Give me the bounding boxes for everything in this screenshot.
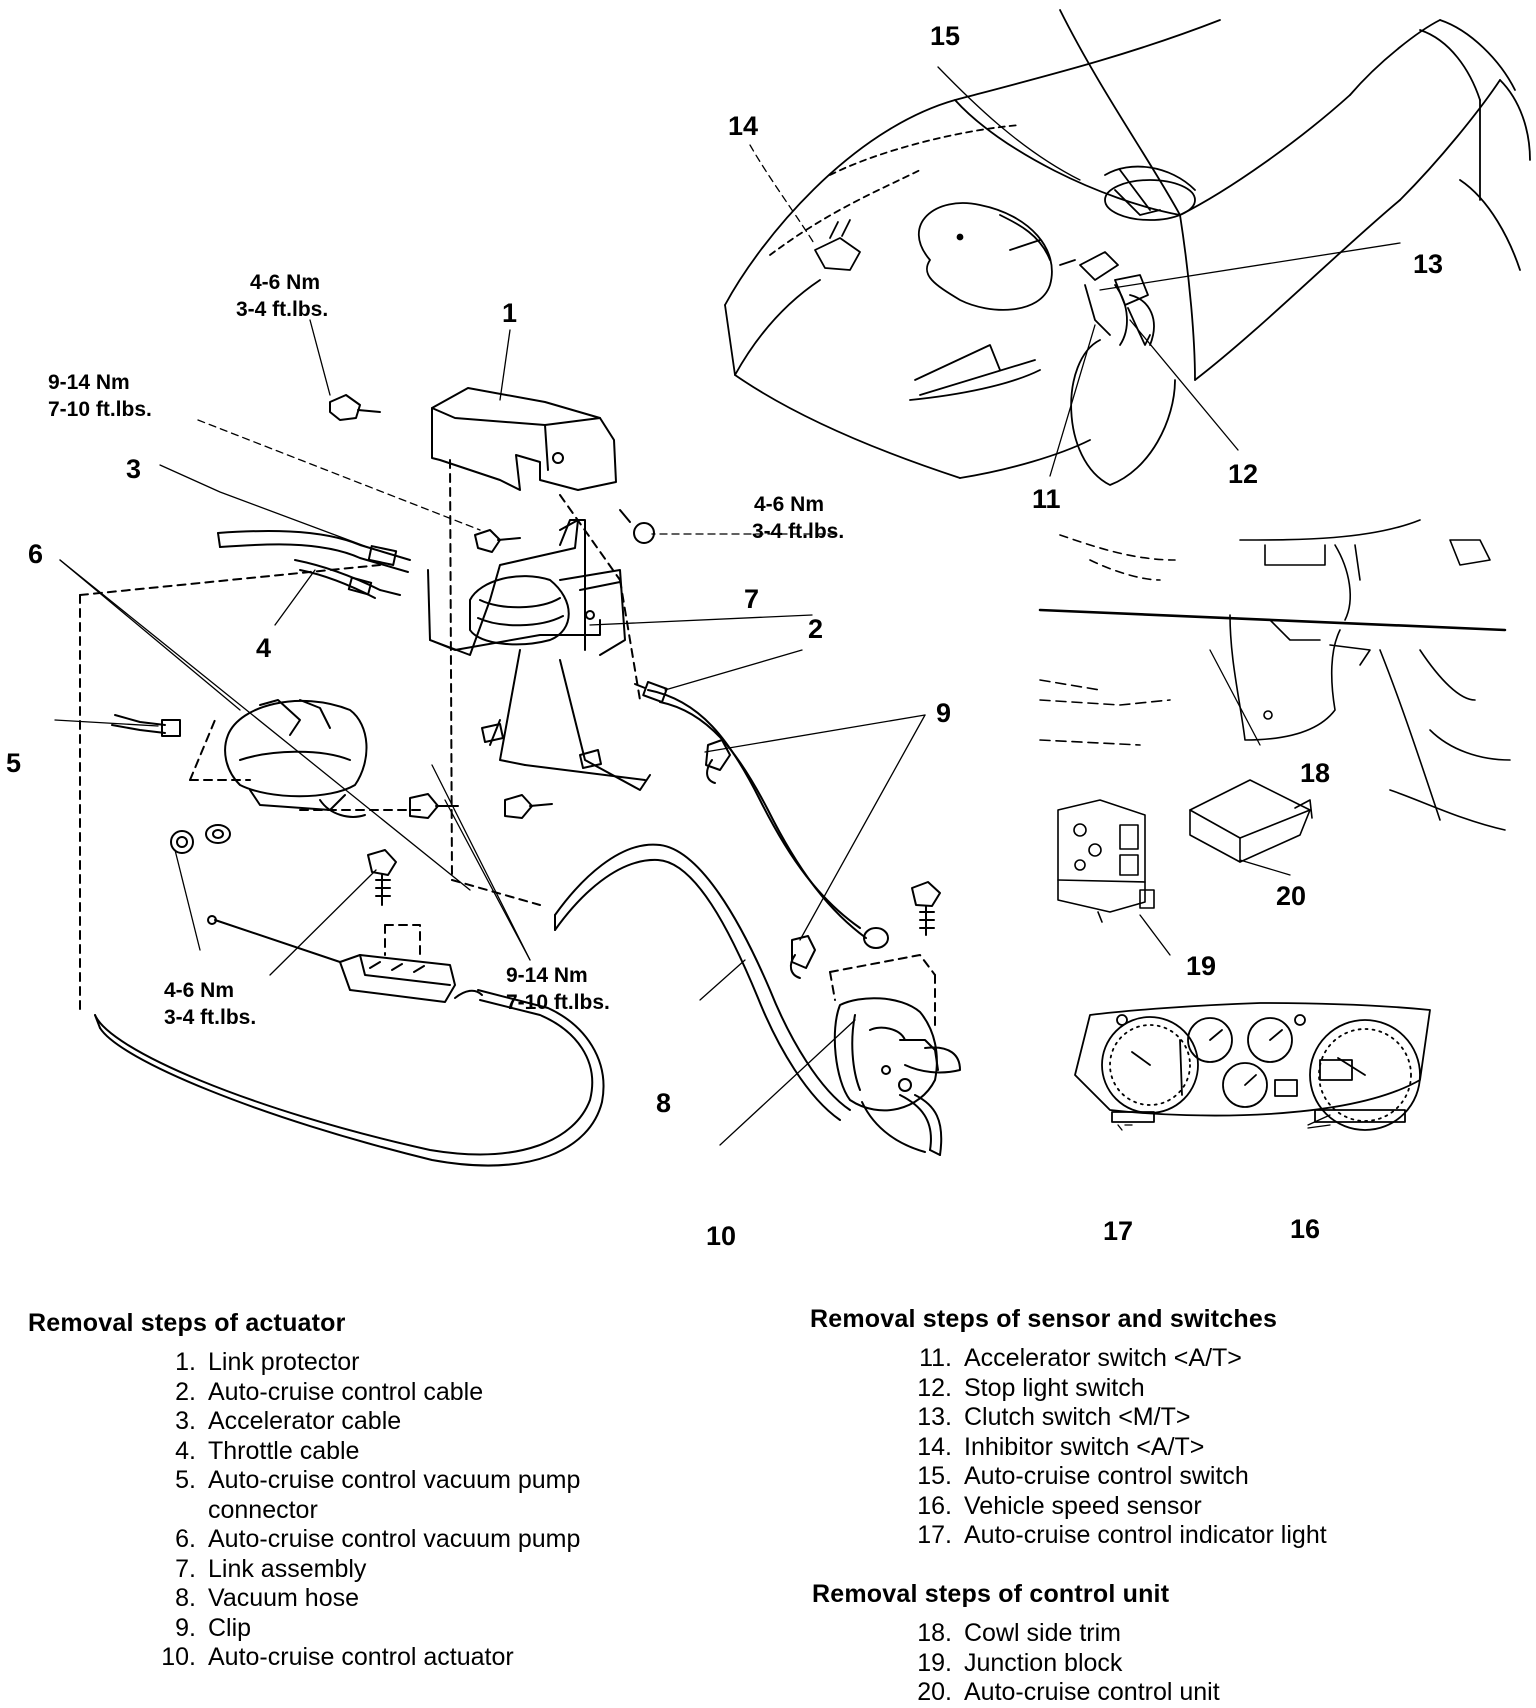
section-title: Removal steps of actuator	[28, 1309, 346, 1337]
list-item: 12.Stop light switch	[917, 1373, 1145, 1402]
cowl-side-illustration	[1038, 519, 1511, 923]
list-item: 2.Auto-cruise control cable	[175, 1377, 484, 1406]
control-unit-removal-steps: Removal steps of control unit 18.Cowl si…	[812, 1580, 1512, 1708]
vehicle-front-illustration	[724, 9, 1531, 486]
callout-labels: 1 2 3 4 5 6 7 8 9 10 11 12 13 14 15 16 1…	[6, 21, 1443, 1251]
list-item: 18.Cowl side trim	[917, 1619, 1121, 1647]
instrument-cluster-illustration	[1074, 1002, 1431, 1131]
callout-2: 2	[808, 614, 823, 644]
actuator-assembly-illustration	[79, 387, 961, 1167]
callout-4: 4	[256, 633, 271, 663]
callout-11: 11	[1032, 484, 1061, 514]
callout-6: 6	[28, 539, 43, 569]
torque-spec-nm: 9-14 Nm	[48, 371, 130, 394]
callout-16: 16	[1290, 1214, 1320, 1244]
callout-3: 3	[126, 454, 141, 484]
callout-14: 14	[728, 111, 758, 141]
list-item: 9.Clip	[175, 1613, 252, 1642]
list-item: 10.Auto-cruise control actuator	[161, 1643, 514, 1671]
callout-5: 5	[6, 748, 21, 778]
list-item: 13.Clutch switch <M/T>	[917, 1403, 1191, 1431]
callout-10: 10	[706, 1221, 736, 1251]
torque-spec-ftlbs: 3-4 ft.lbs.	[236, 298, 328, 321]
callout-8: 8	[656, 1088, 671, 1118]
callout-20: 20	[1276, 881, 1306, 911]
torque-labels: 4-6 Nm 3-4 ft.lbs. 9-14 Nm 7-10 ft.lbs. …	[48, 271, 844, 1029]
list-item: 11.Accelerator switch <A/T>	[919, 1344, 1242, 1372]
callout-7: 7	[744, 584, 759, 614]
sensor-switch-removal-steps: Removal steps of sensor and switches 11.…	[810, 1305, 1510, 1551]
callout-1: 1	[502, 298, 517, 328]
callout-17: 17	[1103, 1216, 1133, 1246]
callout-12: 12	[1228, 459, 1258, 489]
actuator-removal-steps: Removal steps of actuator 1.Link protect…	[28, 1309, 708, 1673]
list-item: 16.Vehicle speed sensor	[917, 1491, 1202, 1520]
exploded-parts-diagram: 1 2 3 4 5 6 7 8 9 10 11 12 13 14 15 16 1…	[6, 9, 1531, 1251]
list-item: 5.Auto-cruise control vacuum pump connec…	[175, 1466, 581, 1524]
torque-spec-nm: 4-6 Nm	[164, 979, 234, 1002]
list-item: 14.Inhibitor switch <A/T>	[917, 1432, 1205, 1461]
torque-spec-ftlbs: 3-4 ft.lbs.	[752, 520, 844, 543]
list-item: 7.Link assembly	[175, 1554, 367, 1583]
list-item: 15.Auto-cruise control switch	[917, 1462, 1249, 1490]
callout-13: 13	[1413, 249, 1443, 279]
torque-spec-ftlbs: 7-10 ft.lbs.	[48, 398, 152, 421]
callout-18: 18	[1300, 758, 1330, 788]
torque-spec-nm: 9-14 Nm	[506, 964, 588, 987]
list-item: 17.Auto-cruise control indicator light	[917, 1521, 1327, 1549]
list-item: 20.Auto-cruise control unit	[917, 1678, 1220, 1706]
torque-spec-nm: 4-6 Nm	[250, 271, 320, 294]
torque-spec-ftlbs: 3-4 ft.lbs.	[164, 1006, 256, 1029]
callout-9: 9	[936, 698, 951, 728]
leader-lines	[54, 66, 1401, 1146]
section-title: Removal steps of control unit	[812, 1580, 1170, 1608]
torque-spec-nm: 4-6 Nm	[754, 493, 824, 516]
list-item: 1.Link protector	[175, 1348, 360, 1376]
list-item: 4.Throttle cable	[175, 1436, 360, 1465]
callout-15: 15	[930, 21, 960, 51]
list-item: 6.Auto-cruise control vacuum pump	[175, 1525, 581, 1553]
list-item: 3.Accelerator cable	[175, 1407, 402, 1435]
callout-19: 19	[1186, 951, 1216, 981]
torque-spec-ftlbs: 7-10 ft.lbs.	[506, 991, 610, 1014]
list-item: 8.Vacuum hose	[175, 1584, 360, 1612]
list-item: 19.Junction block	[917, 1648, 1123, 1677]
section-title: Removal steps of sensor and switches	[810, 1305, 1278, 1333]
